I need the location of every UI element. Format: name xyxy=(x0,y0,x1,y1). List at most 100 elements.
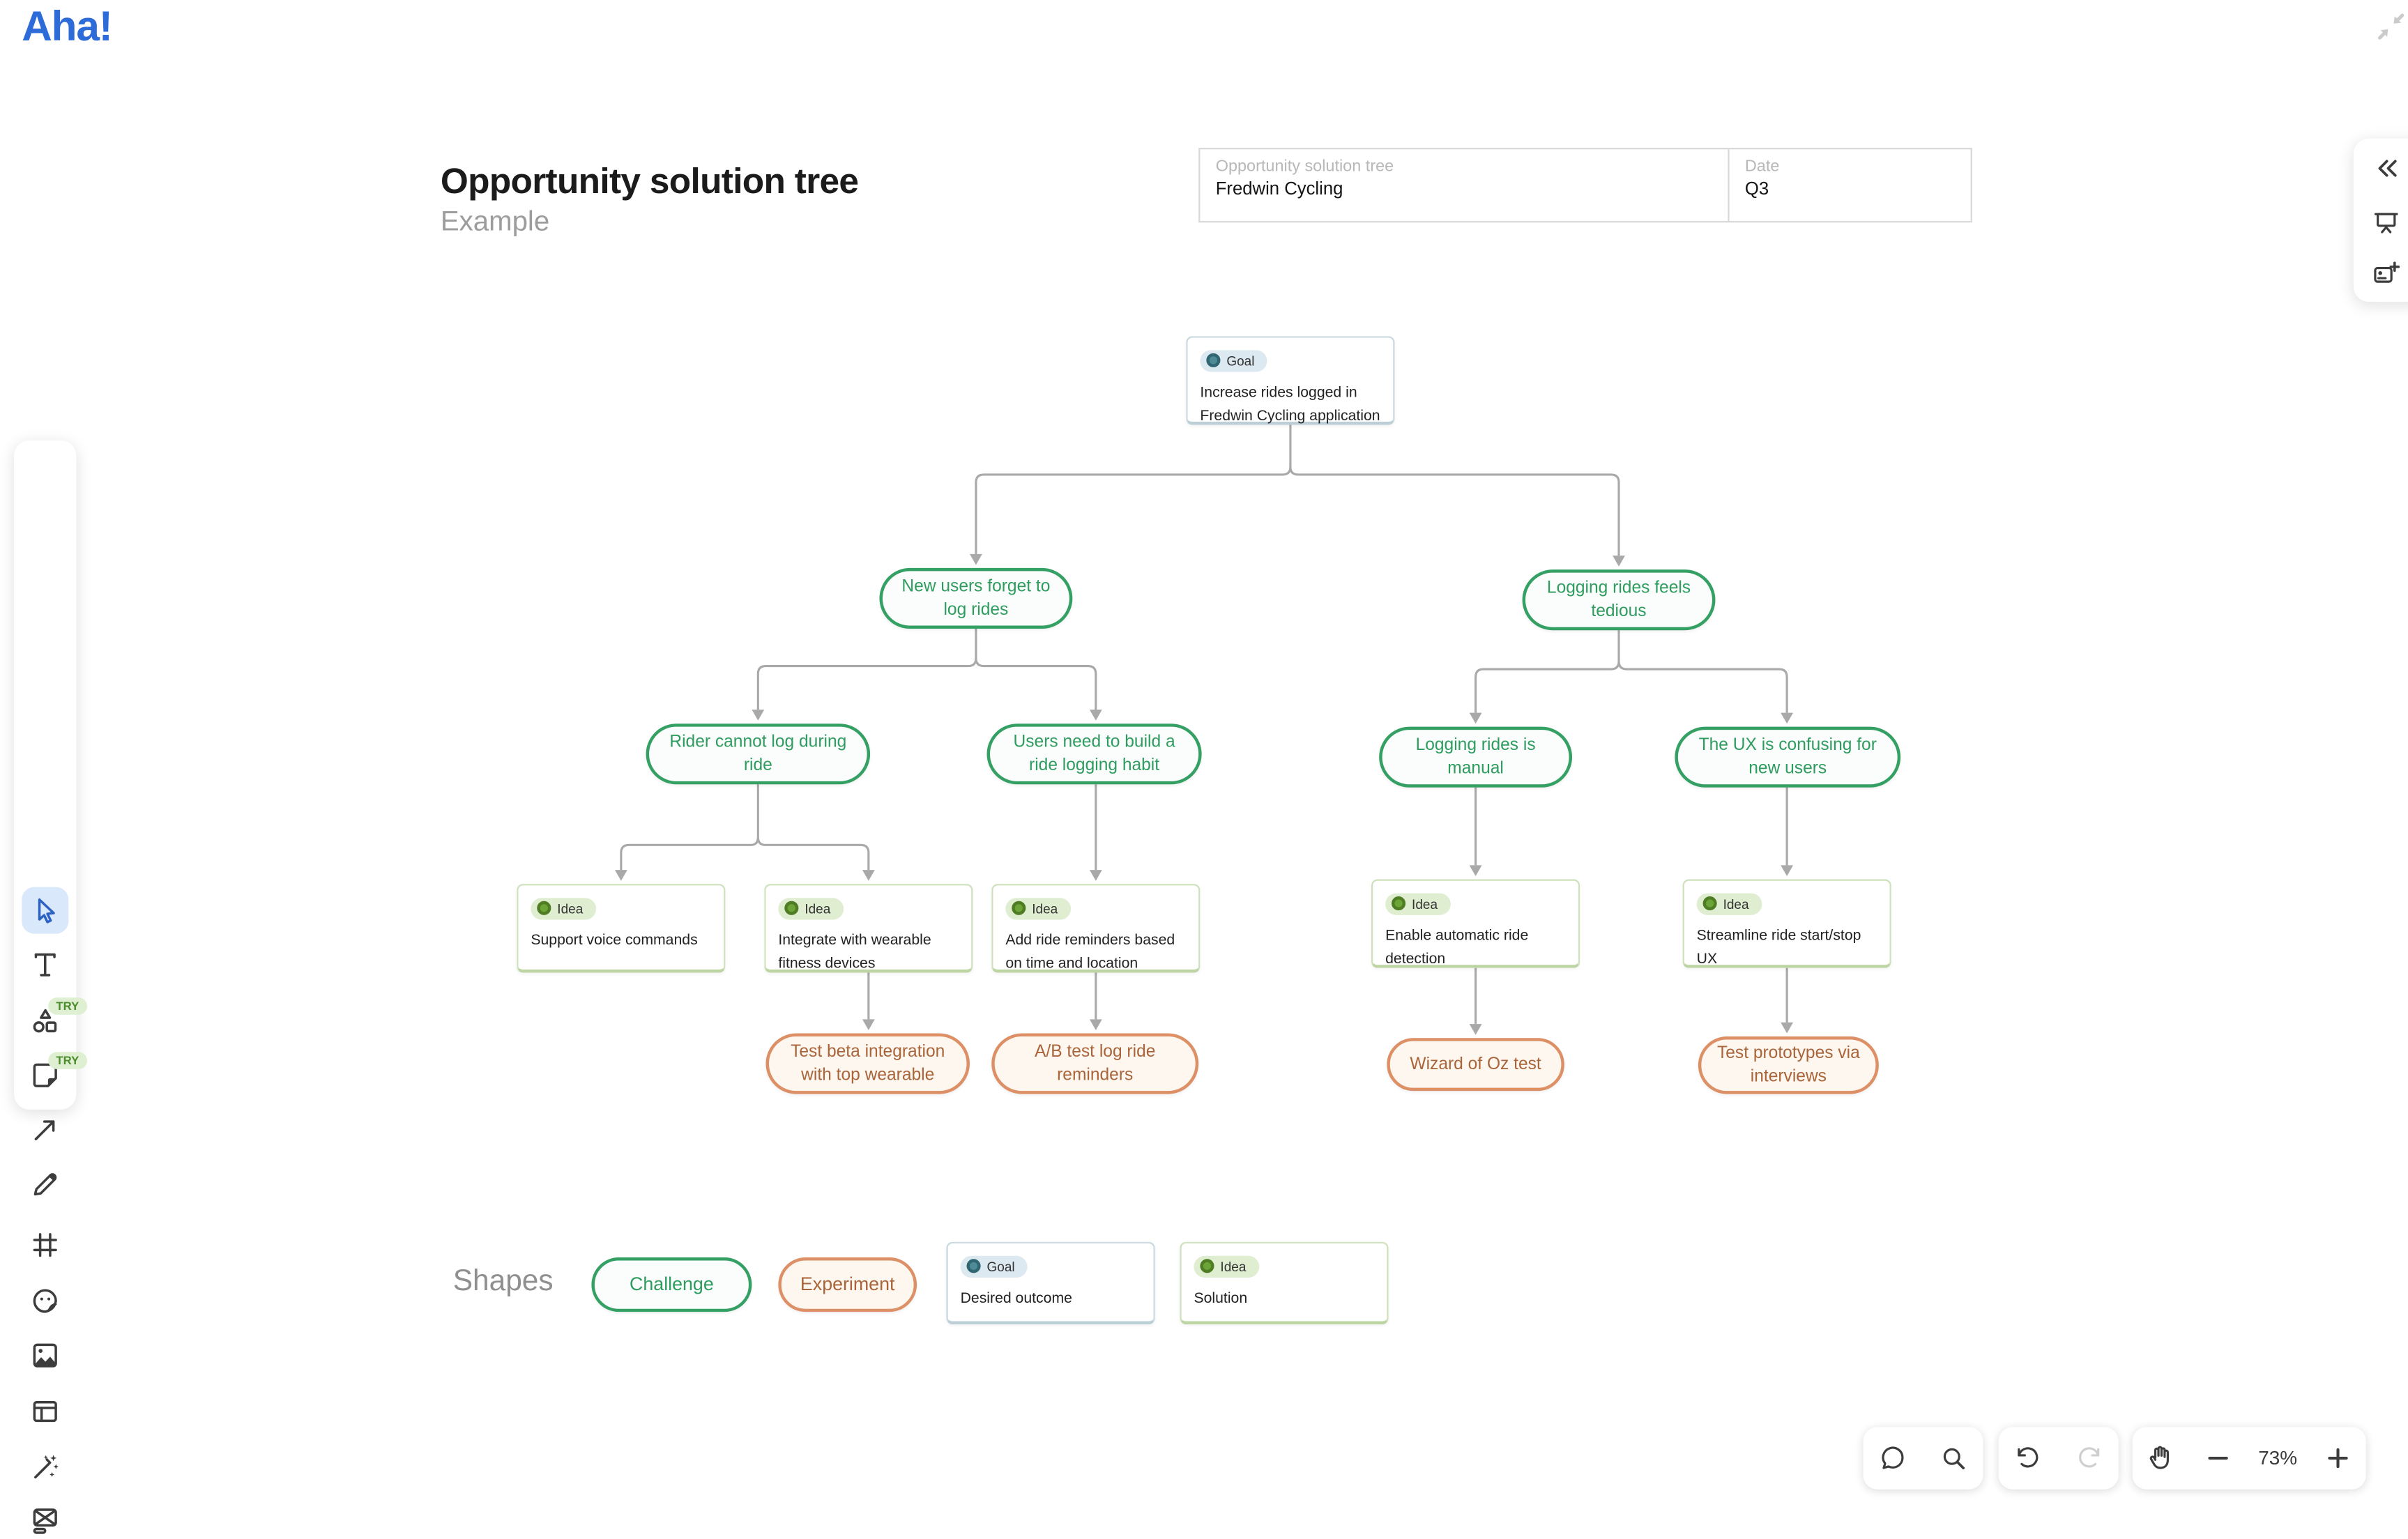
experiment-node-text: Test beta integration with top wearable xyxy=(791,1042,945,1085)
undo-icon xyxy=(2018,1447,2039,1468)
image-tool-button[interactable] xyxy=(26,1337,64,1375)
wireframe-icon xyxy=(33,1508,57,1534)
zoom-controls-group: 73% xyxy=(2132,1427,2366,1490)
meta-date-label: Date xyxy=(1744,157,1780,176)
plus-icon xyxy=(2327,1448,2347,1469)
goal-badge-label: Goal xyxy=(1226,352,1255,369)
comment-button[interactable] xyxy=(1876,1441,1910,1475)
idea-node[interactable]: Idea Integrate with wearable fitness dev… xyxy=(764,884,973,973)
challenge-node[interactable]: New users forget to log rides xyxy=(879,567,1073,629)
goal-badge-dot xyxy=(1206,353,1221,367)
template-icon xyxy=(33,1401,57,1423)
challenge-node-text: The UX is confusing for new users xyxy=(1698,735,1877,778)
redo-button[interactable] xyxy=(2071,1441,2105,1475)
idea-badge-dot xyxy=(1200,1259,1214,1273)
wireframe-tool-button[interactable] xyxy=(26,1502,64,1539)
sticker-tool-button[interactable] xyxy=(26,1282,64,1320)
arrow-tool-button[interactable] xyxy=(26,1111,64,1149)
legend-challenge-shape[interactable]: Challenge xyxy=(591,1257,752,1312)
legend-goal-shape[interactable]: Goal Desired outcome xyxy=(946,1241,1155,1325)
zoom-level[interactable]: 73% xyxy=(2258,1447,2298,1469)
challenge-node[interactable]: Logging rides feels tedious xyxy=(1522,569,1716,631)
pen-tool-button[interactable] xyxy=(26,1165,64,1203)
sticker-icon xyxy=(33,1289,57,1313)
idea-node[interactable]: Idea Streamline ride start/stop UX xyxy=(1682,879,1891,968)
present-button[interactable] xyxy=(2369,206,2403,240)
undo-button[interactable] xyxy=(2011,1441,2045,1475)
idea-node[interactable]: Idea Support voice commands xyxy=(517,884,726,973)
add-slide-icon xyxy=(2374,261,2400,283)
idea-badge: Idea xyxy=(1194,1255,1259,1277)
idea-node-text: Enable automatic ride detection xyxy=(1385,927,1529,968)
idea-node[interactable]: Idea Add ride reminders based on time an… xyxy=(991,884,1201,973)
select-tool-button[interactable] xyxy=(22,887,69,934)
legend-idea-shape[interactable]: Idea Solution xyxy=(1180,1241,1389,1325)
search-button[interactable] xyxy=(1936,1441,1970,1475)
zoom-in-button[interactable] xyxy=(2320,1441,2354,1475)
challenge-node-text: Logging rides is manual xyxy=(1415,735,1536,778)
frame-icon xyxy=(33,1233,57,1257)
idea-badge-label: Idea xyxy=(1412,895,1438,912)
legend-idea-text: Solution xyxy=(1194,1289,1248,1308)
legend-experiment-label: Experiment xyxy=(800,1273,895,1296)
idea-badge-dot xyxy=(1392,896,1406,911)
presentation-screen-icon xyxy=(2374,213,2398,233)
experiment-node[interactable]: A/B test log ride reminders xyxy=(991,1033,1199,1094)
aha-logo: Aha! xyxy=(22,3,113,50)
challenge-node-text: Users need to build a ride logging habit xyxy=(1013,732,1175,774)
idea-badge-label: Idea xyxy=(557,900,584,916)
arrow-icon xyxy=(34,1120,55,1140)
redo-icon xyxy=(2078,1447,2099,1468)
legend-challenge-label: Challenge xyxy=(630,1273,714,1296)
minimize-icon[interactable] xyxy=(2374,9,2408,43)
page-title: Opportunity solution tree xyxy=(440,160,859,201)
legend-experiment-shape[interactable]: Experiment xyxy=(778,1257,917,1312)
frame-tool-button[interactable] xyxy=(26,1226,64,1264)
meta-name-cell[interactable]: Opportunity solution tree Fredwin Cyclin… xyxy=(1200,149,1730,222)
idea-badge: Idea xyxy=(1005,897,1071,919)
meta-date-cell[interactable]: Date Q3 xyxy=(1730,149,1971,221)
idea-badge: Idea xyxy=(778,897,844,919)
goal-node[interactable]: Goal Increase rides logged in Fredwin Cy… xyxy=(1186,336,1395,425)
experiment-node[interactable]: Test beta integration with top wearable xyxy=(765,1033,970,1094)
image-icon xyxy=(33,1343,57,1368)
idea-node-text: Streamline ride start/stop UX xyxy=(1696,927,1861,968)
idea-badge-label: Idea xyxy=(1032,900,1058,916)
pan-tool-button[interactable] xyxy=(2144,1441,2178,1475)
challenge-node-text: New users forget to log rides xyxy=(901,576,1051,619)
idea-node-text: Add ride reminders based on time and loc… xyxy=(1005,932,1175,972)
idea-badge: Idea xyxy=(1696,892,1762,914)
idea-badge-dot xyxy=(1702,896,1717,911)
add-to-presentation-button[interactable] xyxy=(2369,256,2403,291)
comment-search-group xyxy=(1863,1427,1983,1490)
experiment-node[interactable]: Test prototypes via interviews xyxy=(1698,1036,1879,1094)
cursor-icon xyxy=(38,898,55,924)
search-icon xyxy=(1943,1448,1965,1470)
shapes-tool-button[interactable] xyxy=(26,1002,64,1040)
challenge-node[interactable]: The UX is confusing for new users xyxy=(1675,726,1901,788)
idea-node-text: Integrate with wearable fitness devices xyxy=(778,932,931,972)
text-icon xyxy=(34,953,56,977)
idea-node[interactable]: Idea Enable automatic ride detection xyxy=(1371,879,1580,968)
challenge-node[interactable]: Logging rides is manual xyxy=(1379,726,1573,788)
idea-badge-label: Idea xyxy=(1220,1258,1247,1274)
board-meta-table[interactable]: Opportunity solution tree Fredwin Cyclin… xyxy=(1198,148,1972,223)
challenge-node[interactable]: Rider cannot log during ride xyxy=(646,723,871,785)
magic-wand-icon xyxy=(34,1455,59,1479)
meta-name-label: Opportunity solution tree xyxy=(1215,157,1394,176)
text-tool-button[interactable] xyxy=(26,946,64,983)
goal-node-text: Increase rides logged in Fredwin Cycling… xyxy=(1200,384,1380,424)
challenge-node-text: Logging rides feels tedious xyxy=(1546,578,1691,620)
experiment-node[interactable]: Wizard of Oz test xyxy=(1387,1038,1564,1092)
magic-wand-tool-button[interactable] xyxy=(26,1449,64,1487)
challenge-node[interactable]: Users need to build a ride logging habit xyxy=(986,723,1202,785)
idea-badge-label: Idea xyxy=(1723,895,1749,912)
idea-badge-label: Idea xyxy=(805,900,831,916)
idea-badge-dot xyxy=(537,901,551,915)
idea-badge-dot xyxy=(1012,901,1026,915)
goal-badge: Goal xyxy=(1200,349,1267,372)
template-tool-button[interactable] xyxy=(26,1393,64,1430)
collapse-panel-button[interactable] xyxy=(2369,153,2403,187)
zoom-out-button[interactable] xyxy=(2201,1441,2235,1475)
